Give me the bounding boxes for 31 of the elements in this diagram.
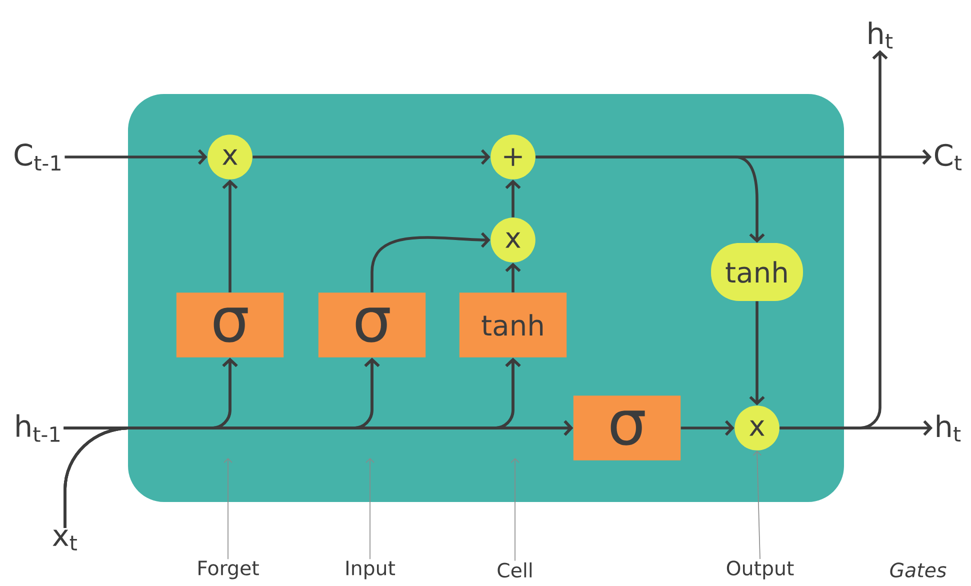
input-label: C$_{t-1}$ (14, 144, 60, 170)
leader-line (224, 458, 232, 560)
output-label: h$_{t}$ (936, 414, 961, 442)
sigmoid-box: σ (573, 396, 681, 460)
arrow (370, 232, 490, 292)
gate-label: Input (346, 560, 396, 580)
arrow (64, 420, 574, 528)
gates-label: Gates (890, 562, 946, 578)
leader-line (510, 458, 520, 562)
leader-line (752, 450, 762, 560)
sigmoid-box: σ (318, 292, 426, 358)
arrow (222, 180, 238, 292)
output-label: h$_{t}$ (868, 22, 893, 48)
arrow (252, 149, 490, 165)
arrow (680, 420, 734, 436)
sigmoid-box: σ (176, 292, 284, 358)
gate-label: Output (726, 560, 794, 580)
leader-line (366, 458, 374, 560)
input-label: h$_{t-1}$ (16, 414, 60, 442)
arrow (780, 50, 888, 430)
gate-label: Forget (198, 560, 259, 580)
tanh-pill: tanh (711, 243, 803, 301)
arrow (536, 156, 765, 243)
arrow (505, 262, 521, 292)
arrow (505, 180, 521, 218)
tanh-box: tanh (459, 292, 567, 358)
arrow (64, 149, 208, 165)
input-label: x$_{t}$ (52, 530, 77, 550)
gate-label: Cell (498, 562, 532, 578)
arrow (749, 301, 765, 406)
output-label: C$_{t}$ (934, 144, 962, 170)
